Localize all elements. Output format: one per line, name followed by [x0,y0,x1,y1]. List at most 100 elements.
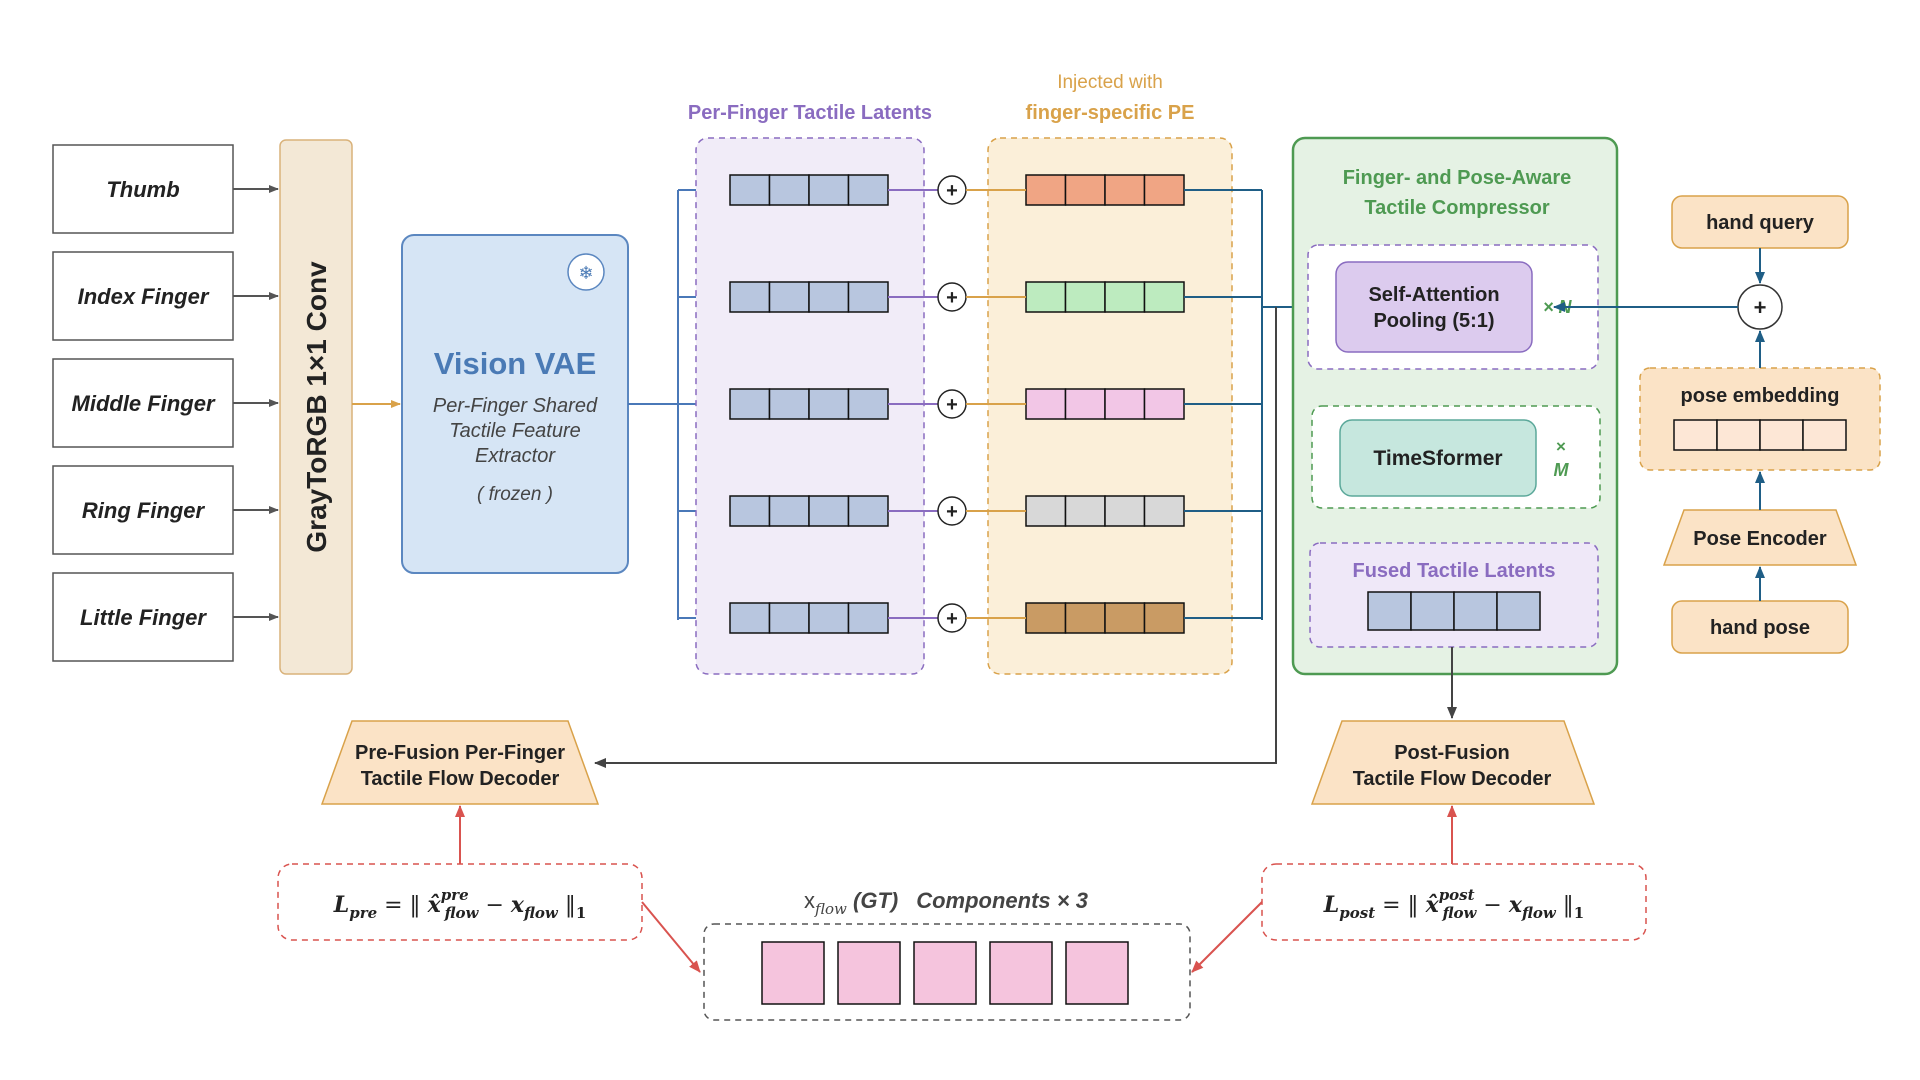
latent-cell-4-2 [768,495,810,527]
post-loss-xhat: x̂ [1425,892,1440,918]
pre-loss-xhat: x̂ [427,892,442,918]
post-loss-L: L [1323,892,1339,918]
compressor-title-2: Tactile Compressor [1364,197,1549,219]
gt-component-cell-1 [761,941,825,1005]
pre-decoder-line-2: Tactile Flow Decoder [361,768,560,790]
gt-component-cells [761,941,1129,1005]
finger-box-thumb [52,144,234,234]
branch-to-pre-decoder-arrow [594,307,1277,768]
gt-component-cell-2 [837,941,901,1005]
add-glyph-3: + [946,394,958,416]
add-glyph-5: + [946,608,958,630]
post-decoder-line-2: Tactile Flow Decoder [1353,768,1552,790]
post-loss-x2sub: flow [1521,904,1557,922]
timesformer-label: TimeSformer [1373,447,1502,470]
pe-cell-2-3 [1104,281,1146,313]
pe-cell-3-2 [1064,388,1106,420]
finger-label-little-finger: Little Finger [80,605,207,630]
pre-loss-xsub: flow [444,904,480,922]
pre-loss-norm: ‖ [558,893,576,918]
vae-line-3: Extractor [475,445,556,467]
latent-cell-3-1 [729,388,771,420]
pe-cell-3-1 [1025,388,1067,420]
latent-cell-3-2 [768,388,810,420]
vision-vae-title: Vision VAE [434,346,597,381]
per-finger-latents-title: Per-Finger Tactile Latents [688,102,932,124]
pre-fusion-decoder-block [320,720,600,805]
latent-cell-4-4 [847,495,889,527]
latent-cell-3-3 [808,388,850,420]
pre-loss-norm-sub: 1 [576,904,586,922]
pre-loss-eq: = ‖ [377,893,427,918]
pose-embedding-cell-2 [1716,419,1761,451]
per-finger-latent-rows [729,174,938,634]
pe-cell-4-1 [1025,495,1067,527]
pose-encoder-label: Pose Encoder [1693,528,1827,550]
gt-component-cell-3 [913,941,977,1005]
latent-cell-4-3 [808,495,850,527]
latent-cell-2-3 [808,281,850,313]
post-loss-x: x [1508,892,1523,918]
gt-components-label: Components × 3 [916,888,1088,913]
pe-cell-4-3 [1104,495,1146,527]
latent-cell-1-1 [729,174,771,206]
pe-add-nodes: + + + + + [937,175,1026,633]
latent-cell-5-2 [768,602,810,634]
post-loss-norm: ‖ [1556,893,1574,918]
gt-label: xflow (GT)Components × 3 [804,888,1088,918]
add-glyph-4: + [946,501,958,523]
hand-query-label: hand query [1706,212,1815,234]
finger-box-index-finger [52,251,234,341]
finger-box-middle-finger [52,358,234,448]
fused-latents-title: Fused Tactile Latents [1352,560,1555,582]
fused-cell-1 [1367,591,1412,631]
pe-top-label: Injected with [1057,72,1163,93]
post-loss-norm-sub: 1 [1574,904,1584,922]
latent-cell-2-2 [768,281,810,313]
vae-frozen-note: ( frozen ) [477,484,553,505]
latent-cell-2-1 [729,281,771,313]
finger-label-index-finger: Index Finger [78,284,210,309]
latent-cell-5-1 [729,602,771,634]
finger-box-little-finger [52,572,234,662]
pose-embedding-cells [1673,419,1847,451]
latent-cell-1-2 [768,174,810,206]
pe-cell-4-4 [1143,495,1185,527]
pre-loss-x2sub: flow [523,904,559,922]
pe-cell-3-4 [1143,388,1185,420]
pre-loss-L: L [333,892,349,918]
timesformer-block [1339,419,1537,497]
finger-label-thumb: Thumb [106,177,179,202]
add-glyph-2: + [946,287,958,309]
pose-add-glyph: + [1754,295,1767,320]
pe-cell-1-2 [1064,174,1106,206]
snowflake-glyph: ❄ [578,263,593,283]
pe-cell-3-3 [1104,388,1146,420]
pose-embedding-label: pose embedding [1681,385,1840,407]
finger-label-ring-finger: Ring Finger [82,498,206,523]
pe-cell-5-1 [1025,602,1067,634]
post-loss-eq: = ‖ [1375,893,1425,918]
add-glyph-1: + [946,180,958,202]
pe-cell-5-3 [1104,602,1146,634]
sap-line-1: Self-Attention [1368,284,1499,306]
gt-gt: (GT) [847,888,898,913]
pe-merge-lines [1184,189,1262,619]
compressor-title-1: Finger- and Pose-Aware [1343,167,1572,189]
post-loss-sub: post [1339,904,1375,922]
pe-cell-1-1 [1025,174,1067,206]
latent-cell-3-4 [847,388,889,420]
pe-cell-5-4 [1143,602,1185,634]
latent-cell-1-4 [847,174,889,206]
snowflake-icon [567,253,605,291]
post-fusion-decoder-block [1310,720,1596,805]
fused-cell-4 [1496,591,1541,631]
pe-cell-2-4 [1143,281,1185,313]
pose-embedding-cell-1 [1673,419,1718,451]
sap-line-2: Pooling (5:1) [1373,310,1494,332]
